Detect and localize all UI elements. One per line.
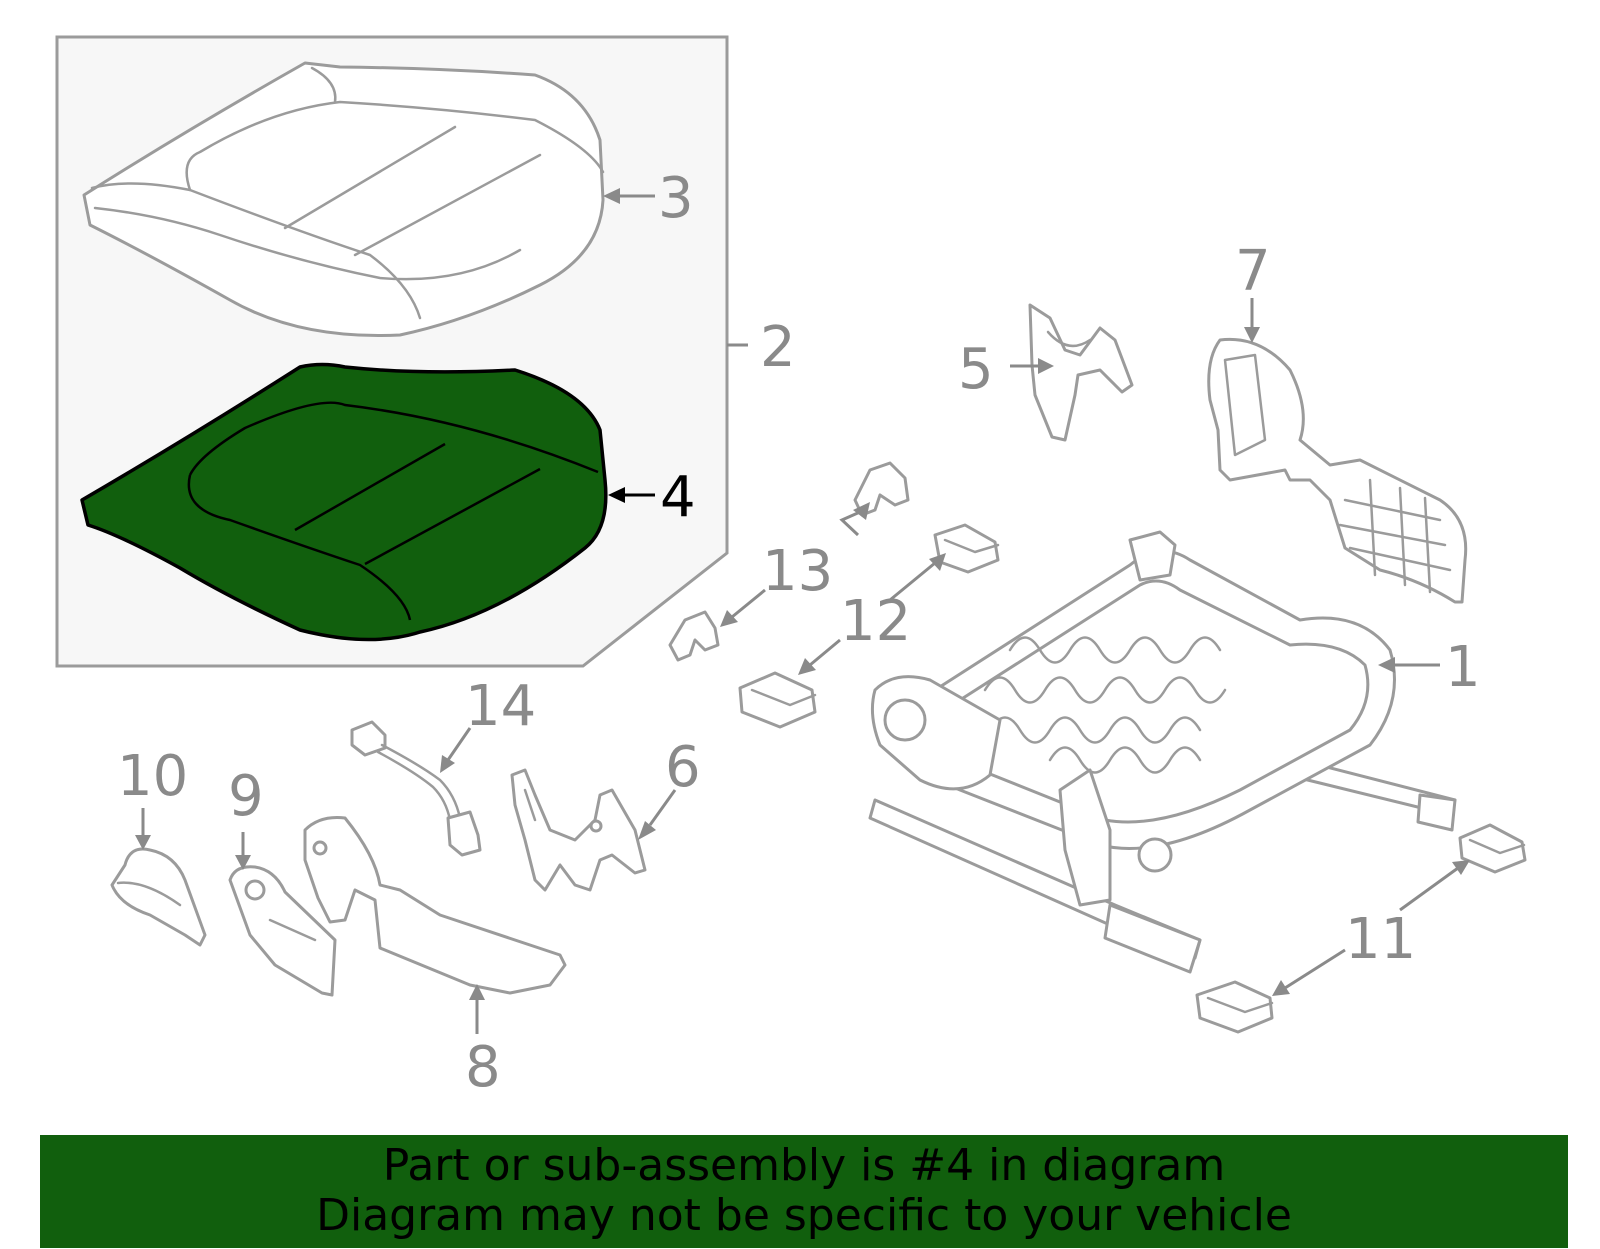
callout-14: 14 (465, 674, 536, 739)
part-6-bracket[interactable] (510, 768, 647, 892)
part-13-clip[interactable] (668, 461, 910, 662)
callout-8: 8 (465, 1035, 501, 1100)
part-14-wire-harness[interactable] (350, 720, 482, 857)
callout-4: 4 (660, 465, 696, 530)
banner-line-disclaimer: Diagram may not be specific to your vehi… (316, 1190, 1292, 1241)
callout-13: 13 (762, 539, 833, 604)
part-8-side-shield[interactable] (303, 816, 567, 995)
banner-line-part: Part or sub-assembly is #4 in diagram (382, 1140, 1226, 1191)
part-1-seat-frame[interactable] (868, 530, 1457, 974)
part-7-back-panel[interactable] (1207, 337, 1468, 604)
callout-6: 6 (665, 735, 701, 800)
callout-3: 3 (658, 166, 694, 231)
info-banner: Part or sub-assembly is #4 in diagram Di… (40, 1135, 1568, 1248)
callout-5: 5 (958, 337, 994, 402)
part-9-cover[interactable] (228, 865, 337, 997)
callout-1: 1 (1445, 635, 1481, 700)
part-12-cap[interactable] (738, 523, 1000, 729)
callout-7: 7 (1235, 239, 1271, 304)
leader-lines (135, 188, 1470, 1034)
part-10-knob[interactable] (110, 847, 207, 947)
callout-12: 12 (840, 589, 911, 654)
callout-2: 2 (760, 315, 796, 380)
part-3-seat-cover[interactable] (82, 61, 605, 338)
callout-10: 10 (117, 744, 188, 809)
part-5-bracket[interactable] (1028, 303, 1134, 442)
callout-11: 11 (1345, 907, 1416, 972)
part-4-seat-cushion-pad[interactable] (80, 362, 608, 642)
callout-9: 9 (228, 764, 264, 829)
part-11-cap[interactable] (1195, 823, 1527, 1034)
